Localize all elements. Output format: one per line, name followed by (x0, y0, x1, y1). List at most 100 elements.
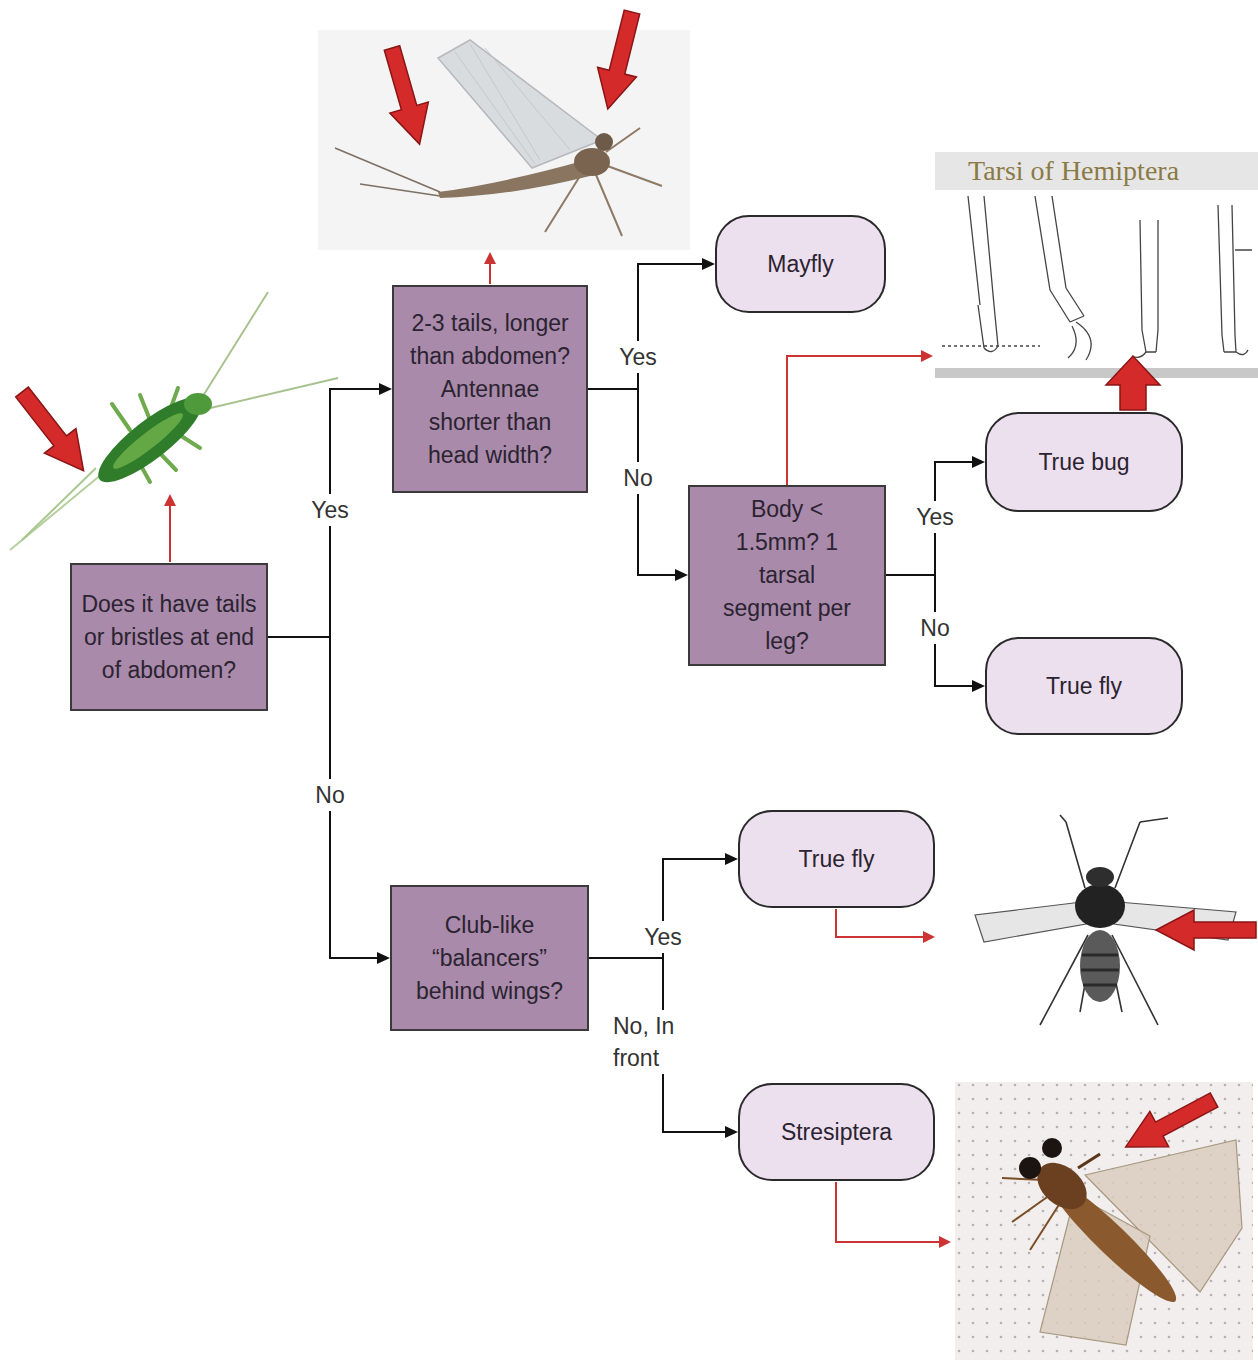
branch-label: Yes (308, 494, 352, 526)
measure-line (942, 345, 1040, 346)
box-text: True bug (999, 446, 1169, 479)
decision-box: Body < 1.5mm? 1 tarsal segment per leg? (688, 485, 886, 666)
result-box: True fly (738, 810, 935, 908)
drawing-base (935, 368, 1258, 378)
leader-head (923, 931, 935, 943)
connector (589, 853, 738, 958)
leg-outline (968, 196, 998, 352)
box-text: Stresiptera (752, 1116, 921, 1149)
arrow-head (972, 680, 985, 692)
photo-ground (318, 30, 690, 250)
box-label: Does it have tails or bristles at end of… (80, 588, 258, 687)
box-text: 2-3 tails, longer than abdomen? Antennae… (402, 307, 578, 472)
decision-box: Club-like “balancers” behind wings? (390, 885, 589, 1031)
arrow-head (725, 1126, 738, 1138)
leg-outline (1132, 220, 1158, 357)
mayfly-thorax (574, 148, 610, 176)
connector-line (588, 264, 704, 389)
leader-line (836, 909, 924, 937)
fly-stripes (1081, 955, 1119, 985)
leader-line (489, 262, 491, 284)
box-text: True fly (999, 670, 1169, 703)
decision-box: Does it have tails or bristles at end of… (70, 563, 268, 711)
arrow-head (379, 383, 392, 395)
result-box: True fly (985, 637, 1183, 735)
arrow-head (725, 853, 738, 865)
arrow-head (377, 952, 390, 964)
box-label: 2-3 tails, longer than abdomen? Antennae… (402, 307, 578, 472)
connector-line (588, 389, 677, 575)
leader-line (836, 1182, 940, 1242)
drawing-ground (935, 190, 1258, 368)
connector (588, 389, 688, 581)
connector (588, 258, 715, 389)
leader-line (169, 504, 171, 562)
connector-line (589, 958, 727, 1132)
branch-label: Yes (641, 921, 685, 953)
nymph-tail (22, 468, 96, 540)
mayfly-abdomen (438, 160, 590, 198)
box-text: Club-like “balancers” behind wings? (400, 909, 579, 1008)
box-label: True fly (752, 843, 921, 876)
connector-line (268, 389, 381, 637)
nymph-body (88, 386, 212, 495)
red-pointer (1116, 1082, 1223, 1164)
branch-label: No (312, 779, 347, 811)
box-text: Does it have tails or bristles at end of… (80, 588, 258, 687)
title-band (935, 152, 1258, 190)
fly-illustration (975, 815, 1236, 1025)
figure-title: Tarsi of Hemiptera (968, 154, 1179, 188)
box-label: Club-like “balancers” behind wings? (400, 909, 579, 1008)
leader-head (484, 252, 496, 264)
leader-lines (170, 262, 940, 1242)
leader-line (787, 356, 922, 488)
wing-vein (455, 44, 570, 164)
branch-label: No (917, 612, 952, 644)
leg-outline (1035, 196, 1091, 360)
tarsi-drawing (942, 196, 1252, 360)
result-box: Mayfly (715, 215, 886, 313)
red-arrow (373, 42, 439, 149)
insect-haltere (1078, 1154, 1100, 1168)
arrow-head (972, 456, 985, 468)
fly-wing (975, 902, 1086, 942)
strepsiptera-illustration (1002, 1138, 1242, 1345)
nymph-antenna (198, 292, 268, 404)
connector (886, 456, 985, 575)
mayfly-head (595, 133, 613, 151)
mayfly-tail (360, 184, 440, 196)
connector-line (886, 462, 974, 575)
decision-box: 2-3 tails, longer than abdomen? Antennae… (392, 285, 588, 493)
arrow-head (702, 258, 715, 270)
red-arrow (1106, 356, 1160, 410)
connector-line (268, 637, 379, 958)
box-label: True fly (999, 670, 1169, 703)
arrow-head (675, 569, 688, 581)
insect-eye (1042, 1138, 1062, 1158)
box-text: Mayfly (729, 248, 872, 281)
red-arrow (1116, 1082, 1223, 1164)
leader-heads (164, 252, 951, 1248)
branch-label: Yes (913, 501, 957, 533)
leader-head (939, 1236, 951, 1248)
connector-line (886, 575, 974, 686)
leader-head (164, 494, 176, 506)
red-pointer (6, 380, 99, 483)
photo-ground (955, 1082, 1253, 1360)
result-box: Stresiptera (738, 1083, 935, 1181)
leg-outline (1218, 205, 1252, 355)
connector (589, 958, 738, 1138)
result-box: True bug (985, 412, 1183, 512)
red-arrow (6, 380, 99, 483)
connector-line (589, 859, 727, 958)
connector (886, 575, 985, 692)
mayfly-wing (438, 40, 602, 168)
nymph-antenna (202, 378, 338, 410)
insect-eye (1019, 1157, 1041, 1179)
connector (268, 637, 390, 964)
branch-label: Yes (616, 341, 660, 373)
branch-label: No (620, 462, 655, 494)
box-label: True bug (999, 446, 1169, 479)
nymph-illustration (10, 292, 338, 550)
